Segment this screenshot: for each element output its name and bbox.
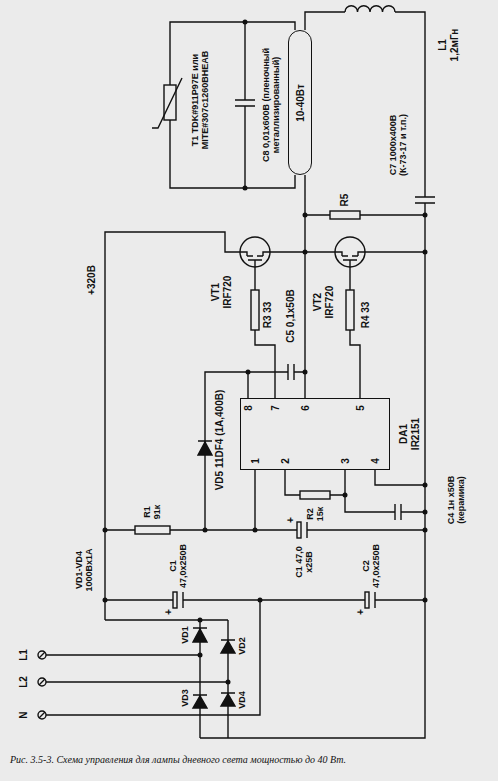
part-label: L1 1,2мГн [437,25,460,65]
part-label: VD4 [237,689,247,711]
terminal-label: L1 [18,649,29,661]
polarity-mark: + [163,607,175,617]
part-label: VD5 11DF4 (1А,400В) [214,376,226,504]
part-label: C8 0,01х600В (пленочный металлизированны… [261,30,282,180]
lamp-rating: 10-40Вт [296,84,306,122]
part-label: C7 1000х400В (К-73-17 и т.п.) [388,114,408,176]
part-label: VT1 IRF720 [210,276,233,309]
part-label: VD3 [180,689,190,707]
terminal-label: N [18,706,30,724]
inductor-coil [345,6,395,12]
part-label: VT1 IRF720 [210,271,233,313]
pin-number: 3 [341,458,351,464]
part-label: C1 47,0х250В [168,540,189,592]
part-label: C1 47,0 х25В [294,537,315,587]
part-label: C5 0,1х50В [285,280,297,352]
polarity-mark: + [285,515,297,525]
part-label: R5 [339,194,350,207]
terminal-label: L2 [18,676,29,688]
terminal-label: L2 [18,673,30,691]
polarity-mark: + [355,609,366,615]
part-label: R1 91к [142,505,162,520]
part-label: C7 1000х400В (К-73-17 и т.п.) [388,104,409,186]
voltage-label: +320В [86,265,97,295]
part-label: T1 TDK#911P97E или MITE#307c1260BHEAB [190,51,210,150]
part-label: C1 47,0 х25В [294,546,314,578]
voltage-label: +320В [86,258,98,302]
pin-number: 7 [271,405,281,411]
pin-number: 6 [301,405,311,411]
part-label: VT2 IRF720 [312,286,335,319]
part-label: R1 91к [142,501,163,523]
part-label: VD2 [237,635,247,657]
pin-number: 2 [281,458,291,464]
part-label: C2 47,0х250В [361,544,381,588]
part-label: VD5 11DF4 (1А,400В) [214,390,225,491]
part-label: DA1 IR2151 [398,412,421,456]
ic-package: 8 7 6 5 1 2 3 4 [240,398,390,470]
part-label: R5 [339,190,351,210]
part-label: VD2 [237,637,247,655]
thermistor-mark [152,78,182,128]
part-label: C4 1н х50В (керамика) [446,476,466,524]
part-label: DA1 IR2151 [398,418,421,450]
part-label: C5 0,1х50В [285,289,296,342]
part-label: VD1 [180,624,190,646]
lamp-tube: 10-40Вт [288,30,312,175]
part-label: R3 33 [262,302,273,329]
diode-symbols [193,441,235,708]
resistor-symbols [135,85,369,608]
polarity-mark: + [285,517,296,523]
wires [46,12,435,738]
figure-caption: Рис. 3.5-3. Схема управления для лампы д… [10,754,490,765]
part-label: C1 47,0х250В [168,544,188,588]
part-label: C4 1н х50В (керамика) [446,468,467,532]
part-label: R4 33 [360,302,371,329]
part-label: L1 1,2мГн [437,29,460,62]
part-label: VD1-VD4 1000Вх1А [74,541,95,599]
part-label: VD1-VD4 1000Вх1А [74,549,94,592]
terminal-label: N [18,711,29,718]
terminal-symbols [38,651,46,719]
part-label: VD1 [180,626,190,644]
pin-number: 1 [251,458,261,464]
part-label: VT2 IRF720 [312,281,335,323]
part-label: VD4 [237,691,247,709]
part-label: C8 0,01х600В (пленочный металлизированны… [261,48,281,162]
junction-dots [103,20,428,685]
part-label: R2 15к [305,507,325,522]
transistor-inner [240,252,365,267]
polarity-mark: + [355,607,367,617]
pin-number: 5 [356,405,366,411]
part-label: C2 47,0х250В [361,540,382,592]
part-label: VD3 [180,687,190,709]
part-label: R4 33 [360,295,372,335]
part-label: T1 TDK#911P97E или MITE#307c1260BHEAB [190,25,211,175]
pin-number: 4 [371,458,381,464]
terminal-label: L1 [18,646,30,664]
part-label: R2 15к [305,503,326,525]
transistor-symbols [240,237,365,267]
part-label: R3 33 [262,295,274,335]
pin-number: 8 [244,405,254,411]
polarity-mark: + [163,609,174,615]
figure-caption: Рис. 3.5-3. Схема управления для лампы д… [10,754,346,765]
